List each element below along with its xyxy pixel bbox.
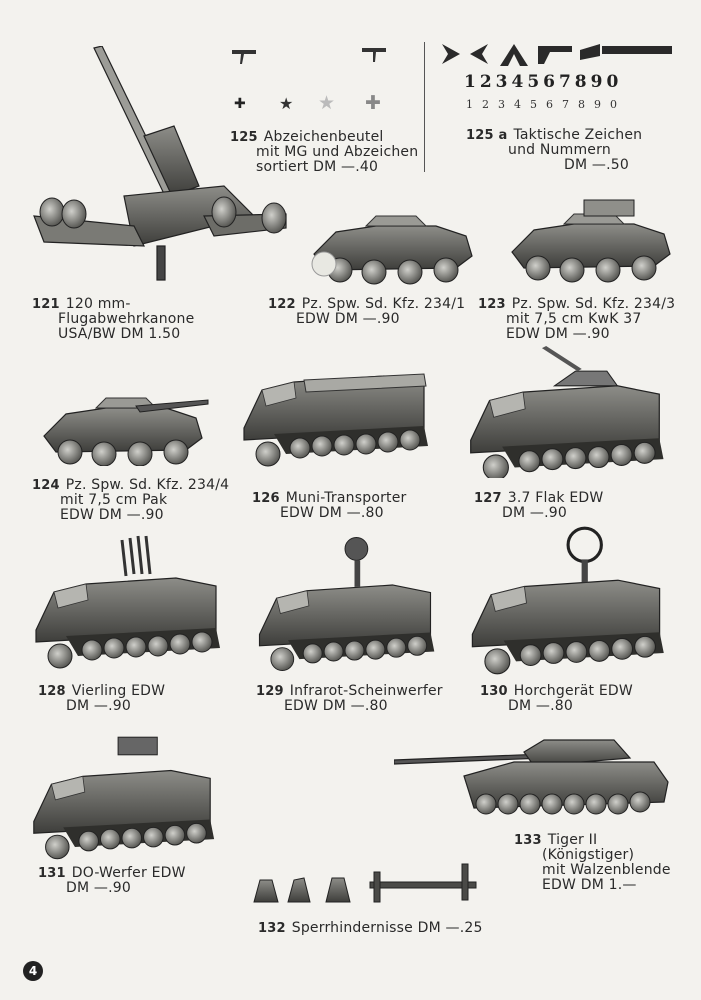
column-divider <box>424 42 425 172</box>
mg-badge-2-icon <box>362 48 386 62</box>
tactical-numbers-large: 1234567890 <box>464 72 623 92</box>
obstacles-image <box>253 863 477 903</box>
muni-transporter-image <box>243 373 429 467</box>
infrared-searchlight-halftrack-image <box>258 537 435 672</box>
do-werfer-halftrack-image <box>33 736 215 860</box>
white-star-icon: ★ <box>318 92 336 114</box>
vierling-halftrack-image <box>35 535 221 669</box>
flak-gun-120mm-image <box>33 46 287 281</box>
armored-car-234-3-image <box>511 199 671 283</box>
armored-car-234-4-image <box>43 397 209 466</box>
listening-device-halftrack-image <box>471 526 665 675</box>
armored-car-234-1-image <box>311 215 473 285</box>
tiger-ii-tank-image <box>394 739 669 815</box>
tactical-numbers-small: 1234567890 <box>466 98 626 111</box>
tactical-signs-icon <box>442 44 672 66</box>
black-star-icon: ★ <box>279 94 294 113</box>
iron-cross-icon: ✚ <box>234 96 246 112</box>
grey-cross-icon: ✚ <box>365 92 381 114</box>
mg-badge-1-icon <box>232 50 256 64</box>
flak-37-halftrack-image <box>470 346 665 478</box>
page-number: 4 <box>23 961 43 981</box>
